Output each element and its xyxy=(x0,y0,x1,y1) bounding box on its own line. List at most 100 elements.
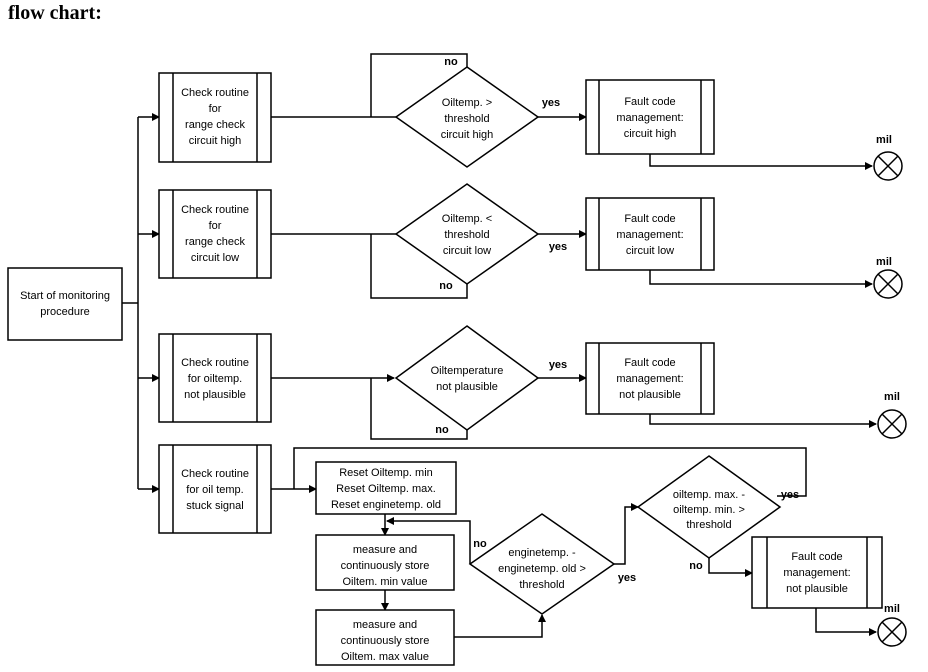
fault-high: Fault code management: circuit high xyxy=(585,79,715,155)
fault-low-line2: management: xyxy=(616,229,683,241)
check-routine-plausible: Check routine for oiltemp. not plausible xyxy=(158,333,272,423)
decision-oil-line1: oiltemp. max. - xyxy=(673,489,745,501)
decision-engine-line2: enginetemp. old > xyxy=(498,563,586,575)
edge-store-max-engine xyxy=(454,614,546,638)
edge-engine-no-loop xyxy=(386,517,471,564)
edge-decision-low-no-loop xyxy=(370,234,468,299)
start-label-line1: Start of monitoring xyxy=(20,290,110,302)
fault-low: Fault code management: circuit low xyxy=(585,197,715,271)
check-stuck-line3: stuck signal xyxy=(186,500,243,512)
check-low-line3: range check xyxy=(185,236,245,248)
page-title: flow chart: xyxy=(8,2,102,24)
fault-plaus-line1: Fault code xyxy=(624,357,675,369)
label-yes-oil: yes xyxy=(781,489,799,501)
check-low-line1: Check routine xyxy=(181,204,249,216)
decision-low-line2: threshold xyxy=(444,229,489,241)
fault-plaus-line3: not plausible xyxy=(619,389,681,401)
label-yes-plaus: yes xyxy=(549,359,567,371)
decision-enginetemp: enginetemp. - enginetemp. old > threshol… xyxy=(468,513,616,615)
fault-high-line2: management: xyxy=(616,112,683,124)
mil-lamp-4: mil xyxy=(877,603,907,647)
store-max-line3: Oiltem. max value xyxy=(341,651,429,663)
fault-low-line1: Fault code xyxy=(624,213,675,225)
store-min-box: measure and continuously store Oiltem. m… xyxy=(315,534,455,591)
decision-oil-line2: oiltemp. min. > xyxy=(673,504,745,516)
check-routine-stuck: Check routine for oil temp. stuck signal xyxy=(158,444,272,534)
store-min-line1: measure and xyxy=(353,544,417,556)
fault-high-line3: circuit high xyxy=(624,128,677,140)
edge-fault-low-mil xyxy=(649,270,873,288)
decision-high: Oiltemp. > threshold circuit high xyxy=(394,66,540,168)
edge-oil-no xyxy=(708,556,753,577)
decision-high-line3: circuit high xyxy=(441,129,494,141)
edge-fault-plaus-mil xyxy=(649,414,877,428)
check-high-line2: for xyxy=(209,103,222,115)
label-no-high: no xyxy=(444,56,458,68)
label-yes-high: yes xyxy=(542,97,560,109)
fault-stuck-line2: management: xyxy=(783,567,850,579)
reset-box: Reset Oiltemp. min Reset Oiltemp. max. R… xyxy=(315,461,457,515)
check-plaus-line2: for oiltemp. xyxy=(188,373,242,385)
label-yes-low: yes xyxy=(549,241,567,253)
check-routine-high: Check routine for range check circuit hi… xyxy=(158,72,272,163)
check-low-line4: circuit low xyxy=(191,252,239,264)
store-max-line2: continuously store xyxy=(341,635,430,647)
label-no-oil: no xyxy=(689,560,703,572)
fault-stuck-line3: not plausible xyxy=(786,583,848,595)
decision-plaus-line1: Oiltemperature xyxy=(431,365,504,377)
check-high-line4: circuit high xyxy=(189,135,242,147)
check-plaus-line3: not plausible xyxy=(184,389,246,401)
mil-label-2: mil xyxy=(876,256,892,268)
fault-high-line1: Fault code xyxy=(624,96,675,108)
edge-decision-plaus-no-loop xyxy=(370,378,468,440)
check-stuck-line1: Check routine xyxy=(181,468,249,480)
decision-high-line1: Oiltemp. > xyxy=(442,97,492,109)
fault-low-line3: circuit low xyxy=(626,245,674,257)
label-no-low: no xyxy=(439,280,453,292)
mil-lamp-1: mil xyxy=(873,134,903,181)
store-min-line3: Oiltem. min value xyxy=(343,576,428,588)
decision-engine-line3: threshold xyxy=(519,579,564,591)
decision-low-line3: circuit low xyxy=(443,245,491,257)
mil-label-1: mil xyxy=(876,134,892,146)
mil-label-4: mil xyxy=(884,603,900,615)
start-label-line2: procedure xyxy=(40,306,90,318)
decision-plausible: Oiltemperature not plausible xyxy=(394,325,540,431)
decision-low: Oiltemp. < threshold circuit low xyxy=(394,183,540,285)
reset-line3: Reset enginetemp. old xyxy=(331,499,441,511)
decision-engine-line1: enginetemp. - xyxy=(508,547,576,559)
edge-fault-stuck-mil xyxy=(815,608,877,636)
mil-lamp-2: mil xyxy=(873,256,903,299)
edge-engine-yes xyxy=(614,503,639,565)
store-min-line2: continuously store xyxy=(341,560,430,572)
check-high-line3: range check xyxy=(185,119,245,131)
check-stuck-line2: for oil temp. xyxy=(186,484,243,496)
decision-oiltemp: oiltemp. max. - oiltemp. min. > threshol… xyxy=(636,455,782,559)
fault-plausible: Fault code management: not plausible xyxy=(585,342,715,415)
branch-labels: no yes yes no yes no no yes yes no xyxy=(435,56,799,584)
reset-line1: Reset Oiltemp. min xyxy=(339,467,433,479)
edge-oil-yes-loop xyxy=(293,447,807,497)
store-max-box: measure and continuously store Oiltem. m… xyxy=(315,609,455,666)
edge-fault-high-mil xyxy=(649,154,873,170)
decision-plaus-line2: not plausible xyxy=(436,381,498,393)
decision-low-line1: Oiltemp. < xyxy=(442,213,492,225)
reset-line2: Reset Oiltemp. max. xyxy=(336,483,436,495)
store-max-line1: measure and xyxy=(353,619,417,631)
decision-high-line2: threshold xyxy=(444,113,489,125)
check-routine-low: Check routine for range check circuit lo… xyxy=(158,189,272,279)
label-no-engine: no xyxy=(473,538,487,550)
edge-decision-high-no-loop xyxy=(370,53,468,117)
mil-label-3: mil xyxy=(884,391,900,403)
fault-stuck: Fault code management: not plausible xyxy=(751,536,883,609)
check-plaus-line1: Check routine xyxy=(181,357,249,369)
mil-lamp-3: mil xyxy=(877,391,907,439)
decision-oil-line3: threshold xyxy=(686,519,731,531)
check-low-line2: for xyxy=(209,220,222,232)
label-no-plaus: no xyxy=(435,424,449,436)
fault-stuck-line1: Fault code xyxy=(791,551,842,563)
connectors xyxy=(122,53,877,638)
label-yes-engine: yes xyxy=(618,572,636,584)
check-high-line1: Check routine xyxy=(181,87,249,99)
